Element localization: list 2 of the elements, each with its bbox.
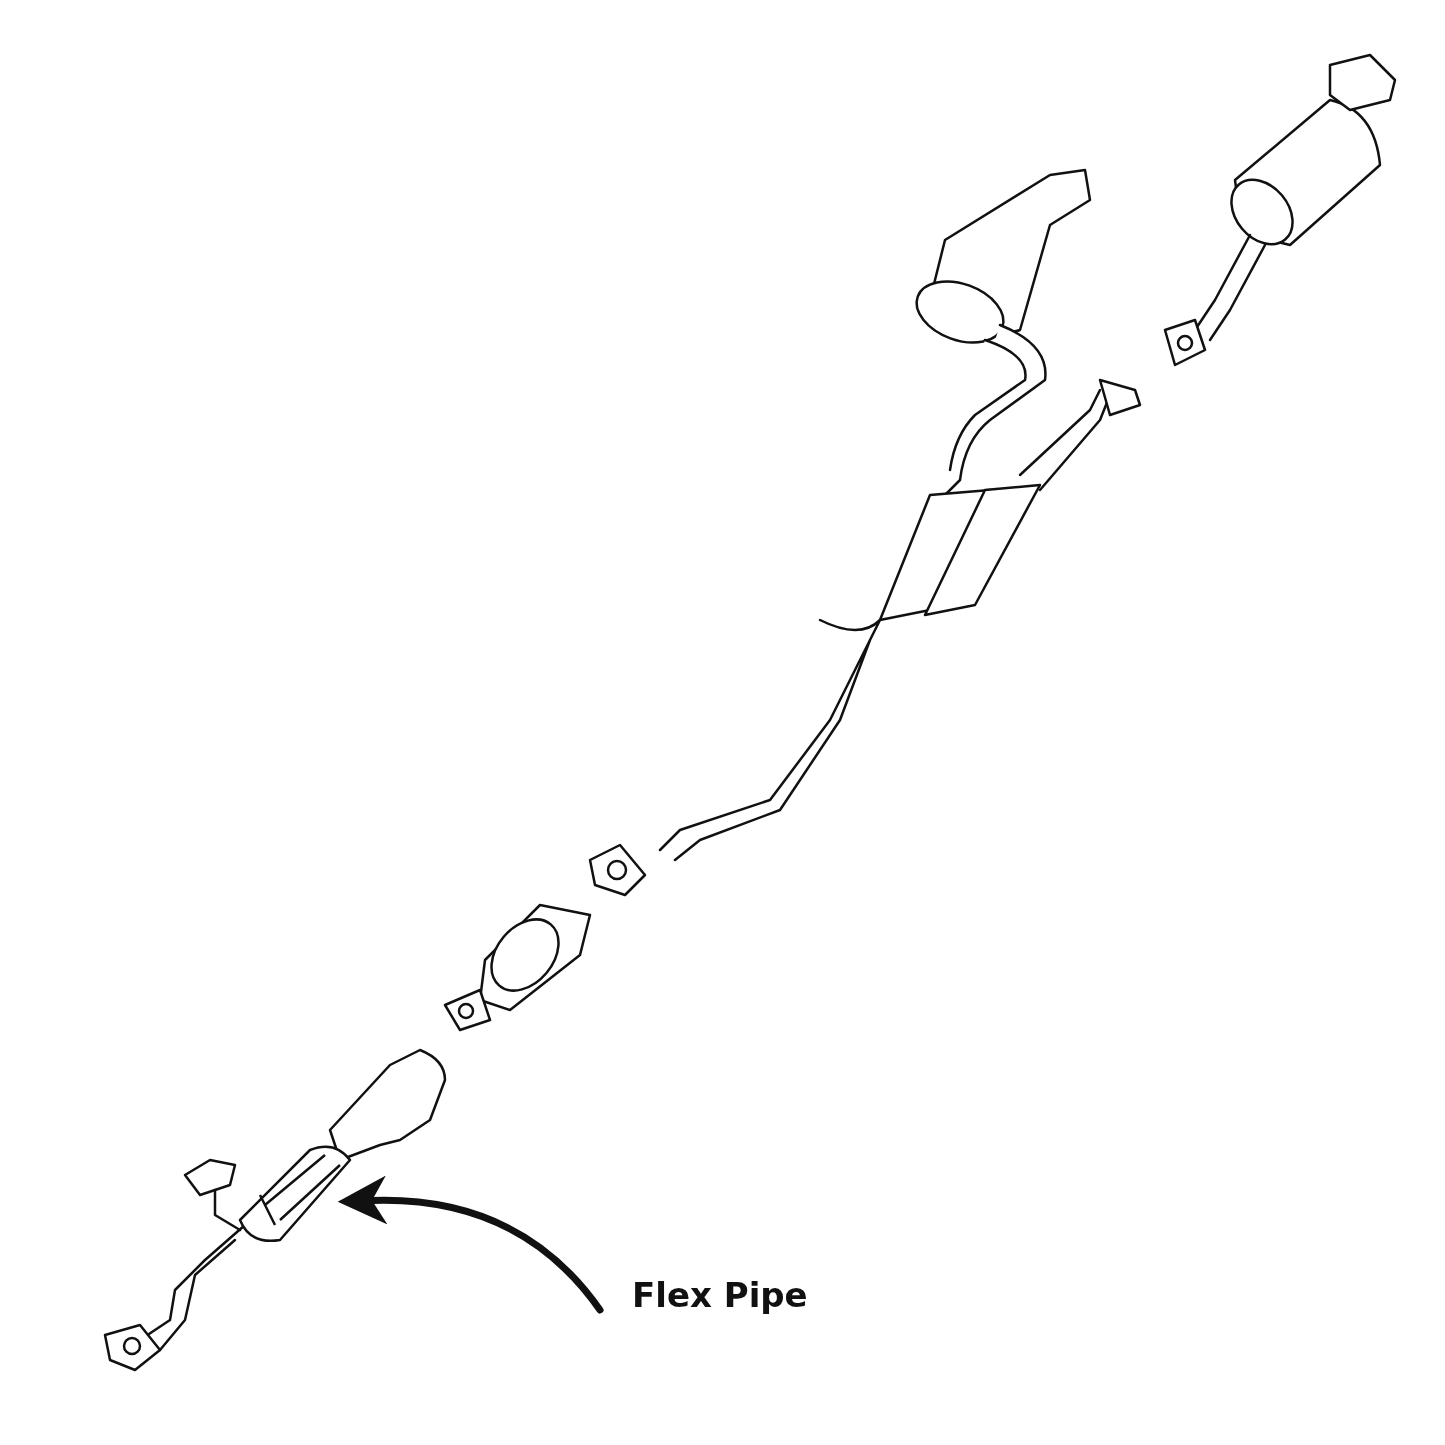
arrow xyxy=(337,1176,604,1314)
callout-label: Flex Pipe xyxy=(632,1275,808,1315)
